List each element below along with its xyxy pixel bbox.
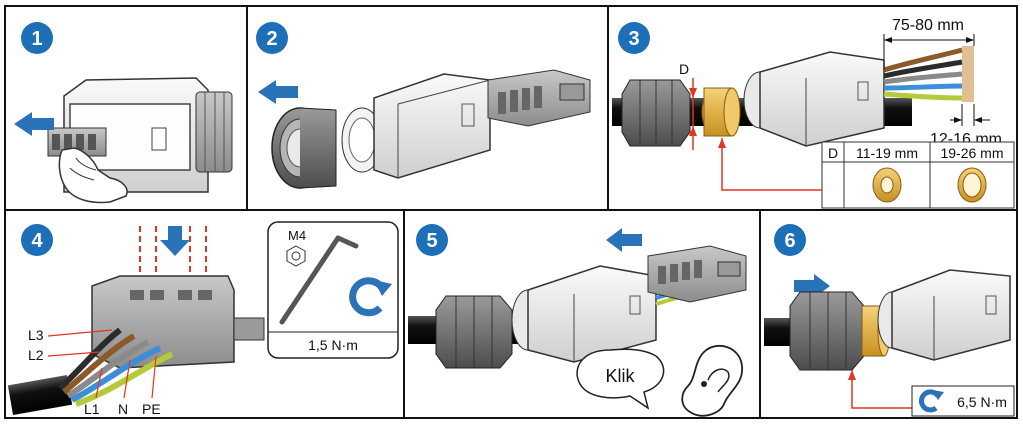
torque-callout: 6,5 N·m (911, 385, 1015, 417)
panel-step-3: 3 (612, 17, 1015, 209)
rotate-clockwise-icon (919, 389, 944, 413)
label-n: N (118, 401, 128, 417)
step-badge-4: 4 (21, 224, 53, 256)
tool-callout: M4 1,5 N·m (267, 221, 399, 359)
wires (57, 327, 174, 407)
step-badge-3: 3 (618, 22, 650, 54)
callout-arrow (848, 370, 856, 380)
step-badge-2: 2 (256, 22, 288, 54)
nut-icon (286, 245, 306, 267)
ear-icon (681, 344, 743, 417)
terminal-block (647, 245, 747, 303)
arrow-left-icon (258, 80, 298, 104)
label-l2: L2 (28, 347, 44, 363)
swivel-nut (435, 295, 513, 369)
strip-length-label: 75-80 mm (892, 17, 964, 34)
step-number-2: 2 (266, 28, 277, 50)
swivel-nut (271, 107, 337, 189)
callout-arrow (718, 138, 726, 148)
callout-line (851, 370, 912, 409)
swivel-nut (789, 291, 865, 371)
label-l3: L3 (28, 327, 44, 343)
table-header-large: 19-26 mm (940, 145, 1003, 161)
klik-bubble: Klik (576, 348, 665, 410)
label-l1: L1 (84, 401, 100, 417)
step-badge-5: 5 (416, 224, 448, 256)
connector-housing (511, 265, 657, 363)
torque-label-4: 1,5 N·m (308, 337, 358, 353)
rotate-clockwise-icon (349, 277, 392, 317)
arrow-left-icon (14, 112, 54, 136)
panel-step-6: 6 6,5 N·m (764, 224, 1015, 417)
terminal-block (487, 69, 591, 127)
callout-line (721, 138, 822, 191)
tool-size-label: M4 (288, 228, 306, 243)
swivel-nut (621, 79, 691, 147)
conductor-strip-dimension: 12-16 mm (930, 104, 1002, 148)
step-badge-6: 6 (774, 224, 806, 256)
outer-frame (4, 5, 1018, 419)
hand-icon (58, 147, 128, 204)
connector-housing (877, 269, 1011, 361)
panel-step-5: 5 (408, 224, 747, 417)
seal-size-table: D 11-19 mm 19-26 mm (821, 141, 1015, 209)
strip-length-dimension: 75-80 mm (883, 17, 975, 70)
hex-key-icon (279, 235, 359, 325)
connector-housing (743, 51, 885, 147)
klik-label: Klik (605, 366, 635, 386)
connector-housing (373, 73, 491, 179)
cable (7, 375, 73, 415)
diameter-marker: D (679, 61, 697, 150)
step-number-5: 5 (426, 230, 437, 252)
seal-large-icon (957, 167, 987, 203)
panel-step-1: 1 (14, 22, 233, 204)
arrow-down-icon (160, 226, 190, 256)
seal-ring (701, 87, 741, 137)
step-number-6: 6 (784, 230, 795, 252)
panel-step-4: 4 L3 L (7, 221, 399, 417)
wire-labels: L3 L2 L1 N PE (28, 327, 161, 417)
seal-small-icon (872, 167, 902, 203)
diameter-label: D (679, 61, 689, 77)
step-badge-1: 1 (21, 22, 53, 54)
panel-step-2: 2 (256, 22, 591, 189)
table-header-small: 11-19 mm (856, 145, 918, 161)
step-number-1: 1 (31, 28, 42, 50)
screwdriver-guides (139, 226, 207, 296)
step-number-3: 3 (628, 28, 639, 50)
torque-label-6: 6,5 N·m (957, 394, 1007, 410)
table-header-d: D (828, 145, 838, 161)
stripped-wires (883, 46, 974, 102)
arrow-left-icon (606, 228, 642, 252)
terminal-block (91, 275, 265, 369)
step-number-4: 4 (31, 230, 43, 252)
label-pe: PE (142, 401, 161, 417)
